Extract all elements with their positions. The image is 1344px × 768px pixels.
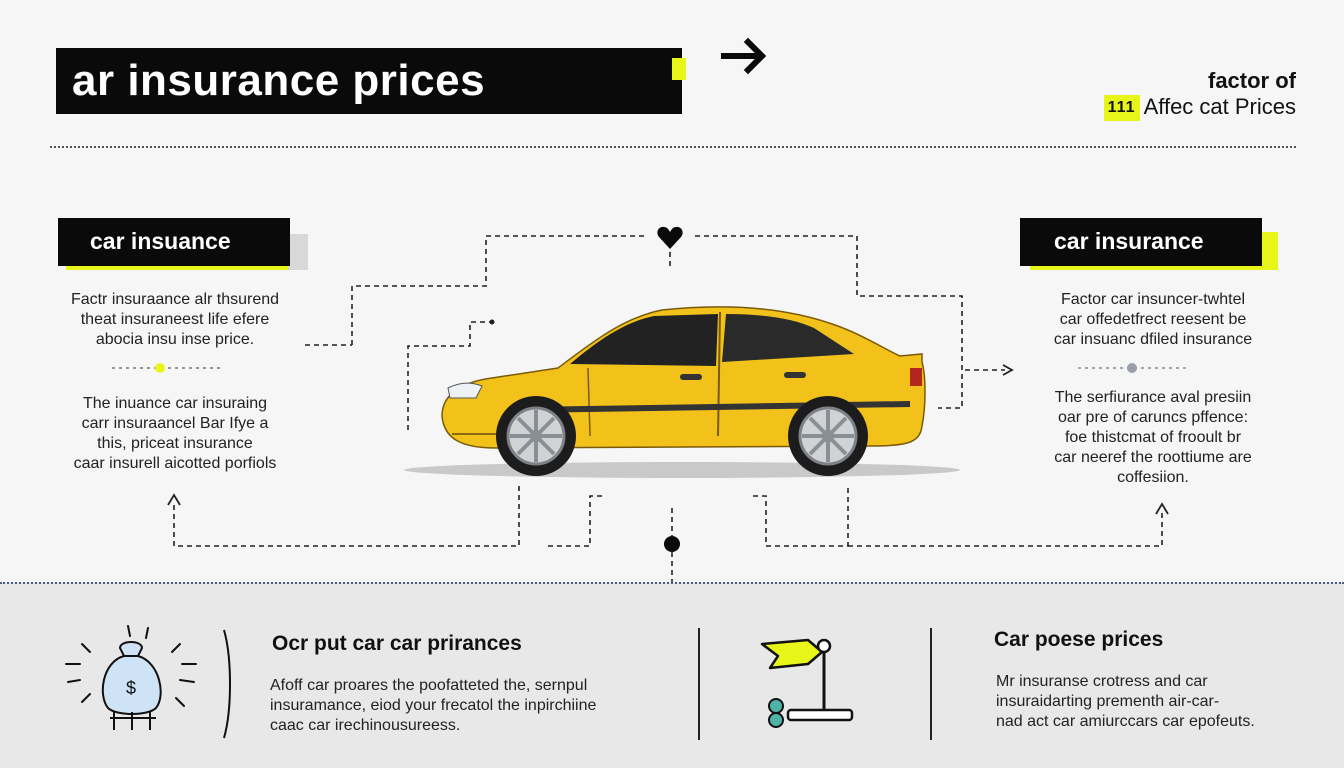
connector-diagram <box>112 235 1190 582</box>
left-para-2-line: caar insurell aicotted porfiols <box>73 455 277 472</box>
bottom-col2-line: nad act car amiurccars car epofeuts. <box>996 713 1255 730</box>
right-label: car insurance <box>1020 218 1262 266</box>
bottom-divider-2 <box>930 628 932 740</box>
left-para-2-line: carr insuraancel Bar Ifye a <box>81 415 269 432</box>
right-para-2-line: The serfiurance aval presiin <box>1054 389 1252 406</box>
factor-subheading: Affec cat Prices <box>1143 94 1296 119</box>
bottom-col1-heading: Ocr put car car prirances <box>272 632 522 655</box>
factor-badge-icon: 111 <box>1103 95 1140 122</box>
title-accent <box>672 58 686 80</box>
right-para-1-line: car insuanc dfiled insurance <box>1053 331 1253 348</box>
right-para-1: Factor car insuncer-twhtel car offedetfr… <box>1018 290 1288 350</box>
bracket-divider <box>223 629 231 739</box>
bottom-band: $ Ocr put car car prirances Afoff car pr… <box>0 582 1344 768</box>
bottom-col2-line: insuraidarting prementh air-car- <box>996 693 1220 710</box>
left-label-underline <box>66 262 288 270</box>
flag-icon <box>760 638 854 728</box>
right-para-2: The serfiurance aval presiin oar pre of … <box>1018 388 1288 488</box>
left-para-1-line: Factr insuraance alr thsurend <box>70 291 280 308</box>
bottom-col1-line: Afoff car proares the poofatteted the, s… <box>270 677 588 694</box>
right-para-2-line: oar pre of caruncs pffence: <box>1057 409 1249 426</box>
left-para-1: Factr insuraance alr thsurend theat insu… <box>40 290 310 350</box>
left-label: car insuance <box>58 218 290 266</box>
title-bar: ar insurance prices <box>56 48 682 114</box>
bottom-col1-line: insuramance, eiod your frecatol the inpi… <box>270 697 597 714</box>
page-title: ar insurance prices <box>72 56 486 105</box>
top-divider <box>50 146 1296 148</box>
right-para-1-line: car offedetfrect reesent be <box>1059 311 1247 328</box>
money-bag-icon: $ <box>65 625 197 730</box>
right-para-2-line: foe thistcmat of frooult br <box>1064 429 1242 446</box>
bottom-col2-line: Mr insuranse crotress and car <box>996 673 1208 690</box>
right-para-2-line: coffesiion. <box>1117 469 1189 486</box>
left-para-1-line: theat insuraneest life efere <box>80 311 270 328</box>
left-para-2-line: this, priceat insurance <box>97 435 253 452</box>
left-para-2-line: The inuance car insuraing <box>82 395 268 412</box>
bottom-divider-1 <box>698 628 700 740</box>
svg-text:$: $ <box>126 678 136 698</box>
bottom-col1-body: Afoff car proares the poofatteted the, s… <box>270 676 680 736</box>
yellow-sedan-icon <box>404 306 960 478</box>
heart-icon <box>657 226 683 249</box>
right-para-1-line: Factor car insuncer-twhtel <box>1060 291 1246 308</box>
left-para-1-line: abocia insu inse price. <box>95 331 255 348</box>
arrow-right-icon <box>721 37 767 75</box>
right-para-2-line: car neeref the roottiume are <box>1054 449 1252 466</box>
factor-heading: factor of <box>1208 68 1296 93</box>
left-para-2: The inuance car insuraing carr insuraanc… <box>40 394 310 474</box>
bottom-col1-line: caac car irechinousureess. <box>270 717 461 734</box>
bottom-col2-body: Mr insuranse crotress and car insuraidar… <box>996 672 1316 732</box>
bottom-col2-heading: Car poese prices <box>994 628 1164 651</box>
